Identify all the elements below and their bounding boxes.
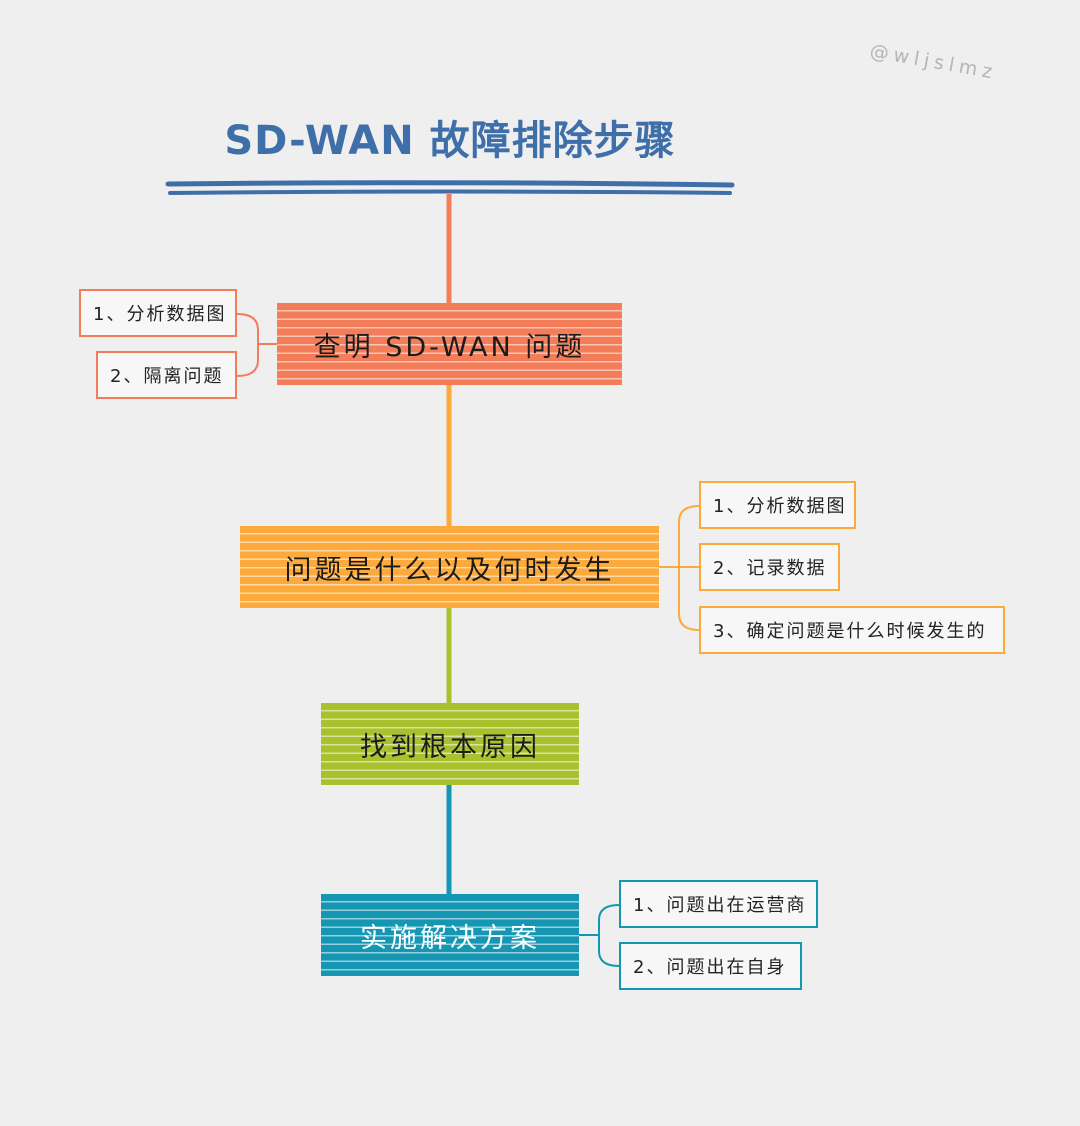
step-label-2: 问题是什么以及何时发生: [284, 554, 615, 586]
step-label-1: 查明 SD-WAN 问题: [313, 331, 586, 363]
step-label-3: 找到根本原因: [360, 731, 540, 763]
detail-label: 3、确定问题是什么时候发生的: [713, 621, 987, 642]
step-node-3: 找到根本原因: [321, 703, 579, 785]
detail-label: 2、问题出在自身: [633, 957, 787, 978]
detail-label: 1、问题出在运营商: [633, 895, 807, 916]
detail-box: 1、分析数据图: [699, 481, 856, 529]
detail-label: 1、分析数据图: [93, 304, 227, 325]
detail-box: 1、分析数据图: [79, 289, 237, 337]
title-underline: [165, 180, 735, 195]
detail-label: 2、记录数据: [713, 558, 827, 579]
detail-label: 2、隔离问题: [110, 366, 224, 387]
bracket-step-4: [579, 904, 620, 967]
step-node-1: 查明 SD-WAN 问题: [277, 303, 622, 385]
step-label-4: 实施解决方案: [360, 922, 540, 954]
detail-box: 2、问题出在自身: [619, 942, 802, 990]
step-node-2: 问题是什么以及何时发生: [240, 526, 659, 608]
bracket-step-2: [659, 505, 700, 631]
bracket-step-1: [236, 313, 277, 377]
step-node-4: 实施解决方案: [321, 894, 579, 976]
detail-label: 1、分析数据图: [713, 496, 847, 517]
detail-box: 3、确定问题是什么时候发生的: [699, 606, 1005, 654]
detail-box: 2、隔离问题: [96, 351, 237, 399]
detail-box: 1、问题出在运营商: [619, 880, 818, 928]
detail-box: 2、记录数据: [699, 543, 840, 591]
page-title: SD-WAN 故障排除步骤: [224, 118, 676, 164]
